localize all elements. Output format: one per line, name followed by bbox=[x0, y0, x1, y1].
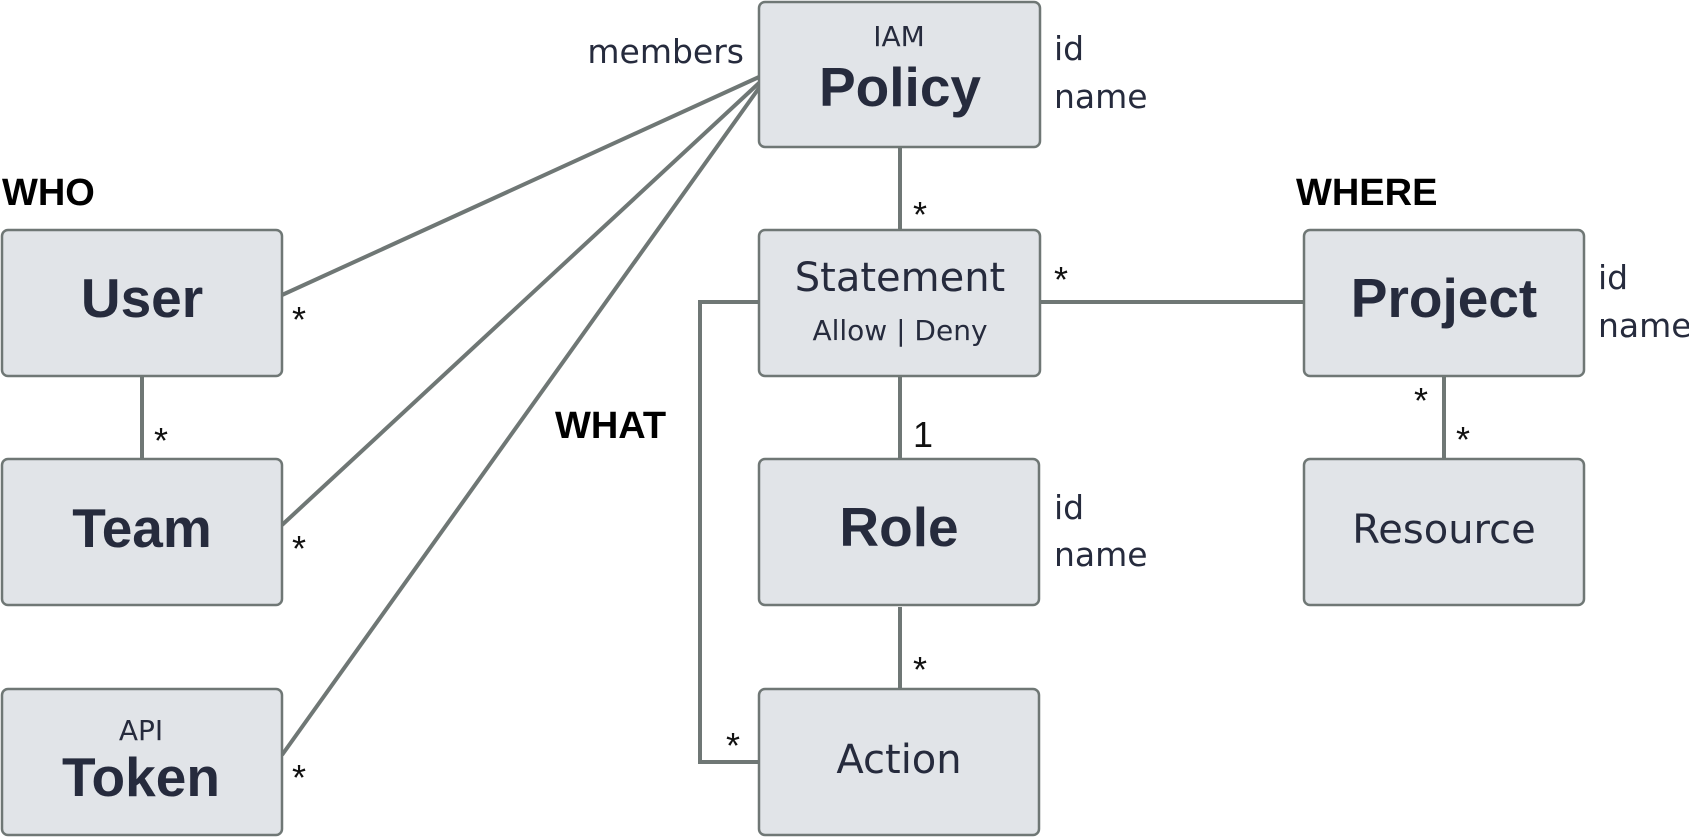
mult-statement-action: * bbox=[726, 725, 740, 766]
mult-team-policy: * bbox=[292, 528, 306, 569]
action-name: Action bbox=[836, 737, 961, 783]
resource-box bbox=[1302, 457, 1586, 607]
user-entity: User bbox=[0, 228, 284, 378]
token-name: Token bbox=[62, 746, 220, 808]
mult-statement-role: 1 bbox=[913, 414, 933, 455]
statement-entity: Statement Allow | Deny bbox=[757, 228, 1042, 378]
mult-user-policy: * bbox=[292, 299, 306, 340]
user-name: User bbox=[81, 267, 203, 329]
group-label-where: WHERE bbox=[1296, 172, 1437, 214]
project-attr-name: name bbox=[1598, 306, 1689, 345]
mult-project-resource-left: * bbox=[1414, 380, 1428, 421]
user-box bbox=[0, 228, 284, 378]
policy-members-label: members bbox=[587, 32, 744, 71]
mult-role-action: * bbox=[913, 649, 927, 690]
project-attr-id: id bbox=[1598, 258, 1628, 297]
token-entity: API Token bbox=[0, 687, 284, 837]
role-name: Role bbox=[839, 496, 958, 558]
role-attr-id: id bbox=[1054, 488, 1084, 527]
policy-name: Policy bbox=[819, 56, 981, 118]
multiplicity-labels: * * * * * * 1 * * * * bbox=[154, 194, 1470, 798]
policy-attr-name: name bbox=[1054, 77, 1148, 116]
connector-user-policy bbox=[281, 75, 760, 297]
token-box bbox=[0, 687, 284, 837]
role-entity: Role bbox=[757, 457, 1041, 607]
action-box bbox=[757, 687, 1041, 837]
mult-project-resource-right: * bbox=[1456, 419, 1470, 460]
policy-attr-id: id bbox=[1054, 29, 1084, 68]
action-entity: Action bbox=[757, 687, 1041, 837]
group-label-who: WHO bbox=[2, 172, 95, 214]
policy-entity: IAM Policy bbox=[757, 0, 1042, 149]
mult-statement-project: * bbox=[1054, 259, 1068, 300]
statement-name: Statement bbox=[795, 255, 1006, 301]
team-name: Team bbox=[72, 497, 212, 559]
connector-token-policy bbox=[280, 86, 761, 757]
token-prefix: API bbox=[119, 714, 163, 747]
team-box bbox=[0, 457, 284, 607]
mult-token-policy: * bbox=[292, 757, 306, 798]
mult-policy-statement: * bbox=[913, 194, 927, 235]
policy-box bbox=[757, 0, 1042, 149]
mult-user-team: * bbox=[154, 420, 168, 461]
group-label-what: WHAT bbox=[555, 405, 666, 447]
project-entity: Project bbox=[1302, 228, 1586, 378]
policy-prefix: IAM bbox=[873, 20, 925, 53]
project-box bbox=[1302, 228, 1586, 378]
connector-statement-action bbox=[698, 300, 759, 764]
connectors bbox=[140, 75, 1446, 764]
team-entity: Team bbox=[0, 457, 284, 607]
resource-entity: Resource bbox=[1302, 457, 1586, 607]
connector-team-policy bbox=[280, 81, 761, 527]
statement-subtitle: Allow | Deny bbox=[812, 314, 987, 347]
statement-box bbox=[757, 228, 1042, 378]
role-attr-name: name bbox=[1054, 535, 1148, 574]
project-name: Project bbox=[1351, 267, 1537, 329]
resource-name: Resource bbox=[1352, 507, 1535, 553]
role-box bbox=[757, 457, 1041, 607]
